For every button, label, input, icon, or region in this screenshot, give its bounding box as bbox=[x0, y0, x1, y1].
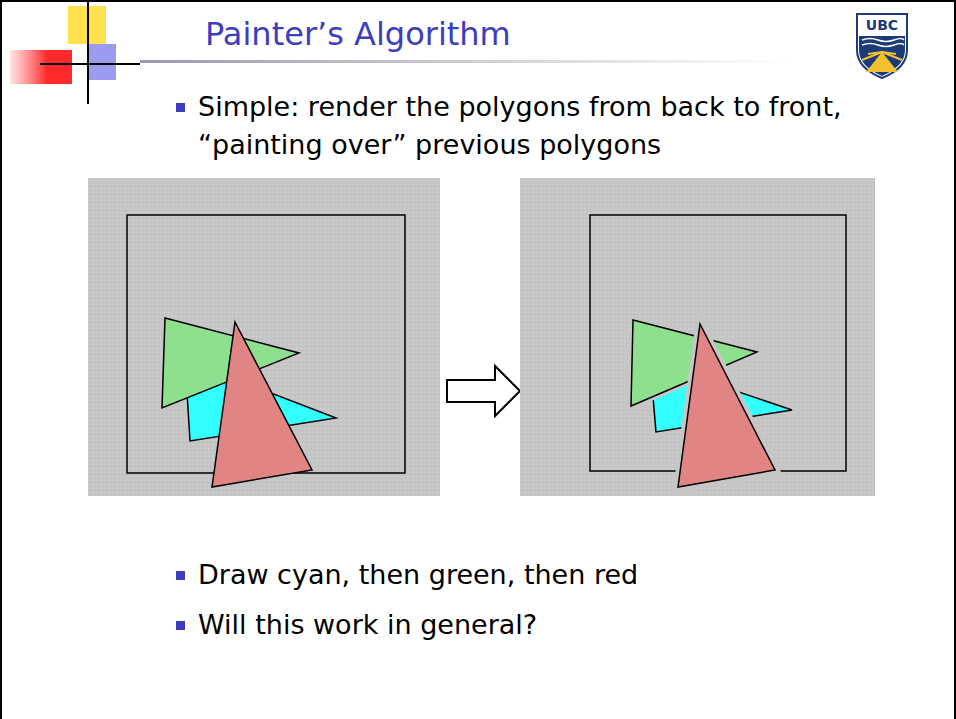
bullet-marker bbox=[176, 571, 185, 580]
logo-text: UBC bbox=[860, 16, 904, 36]
title-rule bbox=[140, 60, 790, 63]
bullet-text: Simple: render the polygons from back to… bbox=[198, 88, 928, 164]
bullet-marker bbox=[176, 621, 185, 630]
after-panel bbox=[520, 178, 875, 496]
bullet-text: Draw cyan, then green, then red bbox=[198, 556, 928, 594]
bullet-marker bbox=[176, 103, 185, 112]
before-panel bbox=[88, 178, 440, 496]
corner-decoration bbox=[10, 0, 140, 104]
slide-title: Painter’s Algorithm bbox=[205, 15, 511, 53]
transition-arrow bbox=[447, 366, 520, 416]
bullet-text: Will this work in general? bbox=[198, 606, 928, 644]
ubc-logo bbox=[857, 14, 907, 78]
